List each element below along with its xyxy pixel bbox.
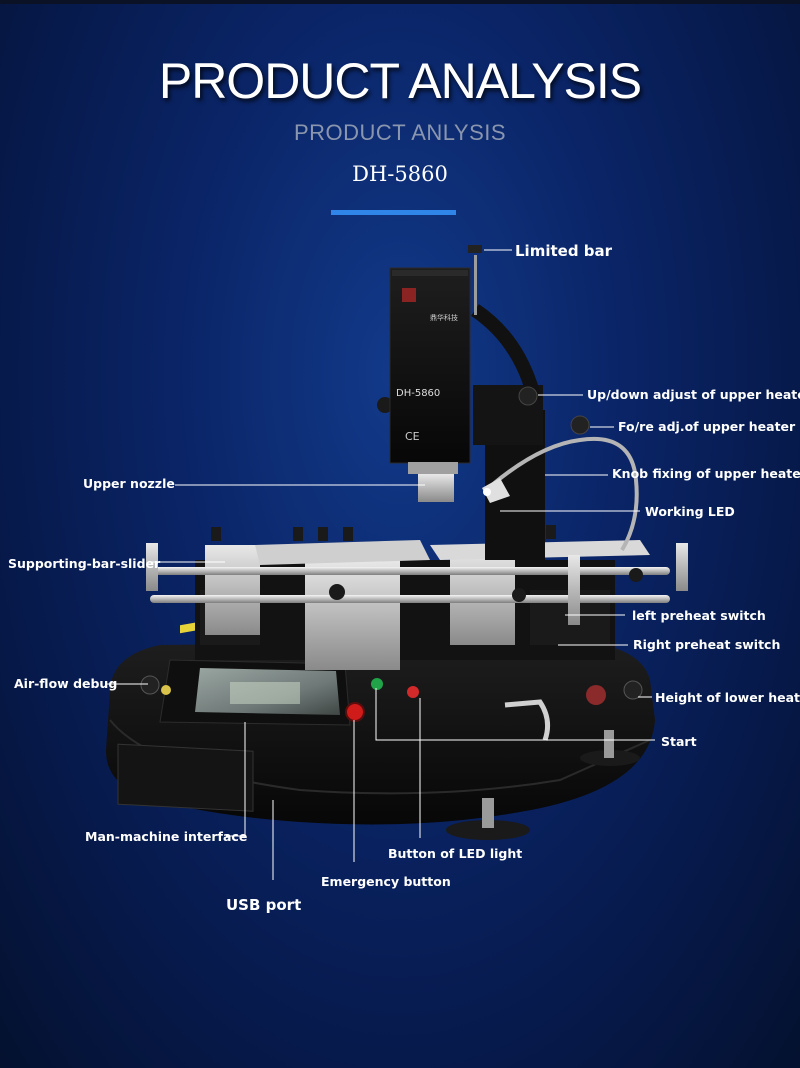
leader-lines (105, 249, 655, 880)
head-brand-text: 鼎华科技 (430, 313, 458, 322)
head-model-text: DH-5860 (396, 388, 440, 399)
label-usb-port: USB port (226, 896, 302, 914)
slider-rod-bottom (150, 595, 670, 603)
led-gooseneck (490, 436, 639, 552)
forerear-knob (570, 415, 590, 435)
label-height-lower-heater: Height of lower heater (655, 690, 800, 705)
start-button (371, 678, 383, 690)
upper-nozzle-tip (418, 474, 454, 502)
label-button-led-light: Button of LED light (388, 846, 523, 861)
side-bracket-right (676, 543, 688, 591)
updown-knob (518, 386, 538, 406)
support-plate-mid (305, 560, 400, 670)
led-light-button (407, 686, 419, 698)
lower-heater-knob (623, 680, 643, 700)
page-subtitle: PRODUCT ANLYSIS (293, 120, 507, 145)
nozzle-collar (408, 462, 458, 474)
label-supporting-bar-slider: Supporting-bar-slider (8, 556, 161, 571)
label-emergency-button: Emergency button (321, 874, 451, 889)
label-air-flow-debug: Air-flow debug (14, 676, 118, 691)
label-limited-bar: Limited bar (515, 242, 613, 260)
model-name: DH-5860 (352, 162, 448, 186)
label-start: Start (661, 734, 697, 749)
slider-rod-top (150, 567, 670, 575)
foot-front (446, 820, 530, 840)
rework-station-illustration: 鼎华科技 DH-5860 CE (105, 245, 688, 880)
label-man-machine-interface: Man-machine interface (85, 829, 248, 844)
label-upper-nozzle: Upper nozzle (83, 476, 175, 491)
label-left-preheat-switch: left preheat switch (632, 608, 766, 623)
support-plate-left (205, 545, 260, 635)
front-label-plate (117, 743, 254, 812)
emergency-button-graphic (345, 702, 365, 722)
accent-bar (331, 210, 456, 215)
label-knob-fixing: Knob fixing of upper heater (612, 466, 800, 481)
ce-mark: CE (405, 430, 420, 443)
label-forerear-adjust: Fo/re adj.of upper heater (618, 419, 796, 434)
working-led-lamp (482, 478, 510, 503)
page-title: PRODUCT ANALYSIS (158, 53, 642, 109)
label-right-preheat-switch: Right preheat switch (633, 637, 781, 652)
top-border (0, 0, 800, 4)
label-updown-adjust: Up/down adjust of upper heater (587, 387, 800, 402)
right-handle (504, 699, 551, 741)
label-working-led: Working LED (645, 504, 735, 519)
side-bracket-left (146, 543, 158, 591)
airflow-knob (140, 675, 160, 695)
limited-bar-rod (474, 255, 477, 315)
